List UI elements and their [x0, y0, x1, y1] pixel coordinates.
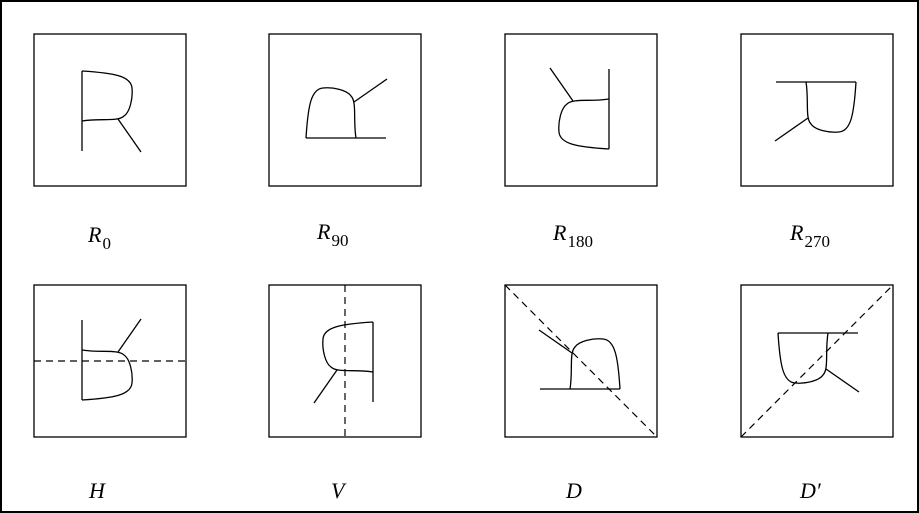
panel-dp	[740, 284, 894, 438]
label-r0: R0	[88, 222, 111, 254]
label-symbol: H	[89, 478, 105, 503]
panel-box	[33, 33, 187, 187]
panel-box	[740, 33, 894, 187]
label-r180: R180	[553, 220, 593, 252]
panel-box	[504, 284, 658, 438]
label-symbol: D	[566, 478, 582, 503]
label-r90: R90	[317, 219, 348, 251]
panel-box	[740, 284, 894, 438]
panel-box	[268, 33, 422, 187]
label-symbol: R	[553, 220, 567, 245]
label-symbol: V	[331, 478, 345, 503]
panel-d	[504, 284, 658, 438]
label-subscript: 180	[567, 232, 593, 251]
label-symbol: D′	[800, 478, 821, 503]
panel-r0	[33, 33, 187, 187]
label-symbol: R	[790, 220, 804, 245]
label-v: V	[331, 478, 344, 504]
label-symbol: R	[88, 222, 102, 247]
panel-r90	[268, 33, 422, 187]
label-symbol: R	[317, 219, 331, 244]
label-subscript: 270	[804, 232, 830, 251]
label-d: D	[566, 478, 582, 504]
label-subscript: 0	[102, 234, 111, 253]
panel-v	[268, 284, 422, 438]
label-r270: R270	[790, 220, 830, 252]
panel-box	[504, 33, 658, 187]
panel-h	[33, 284, 187, 438]
panel-r270	[740, 33, 894, 187]
label-h: H	[89, 478, 105, 504]
panel-r180	[504, 33, 658, 187]
label-subscript: 90	[331, 231, 349, 250]
label-dp: D′	[800, 478, 821, 504]
